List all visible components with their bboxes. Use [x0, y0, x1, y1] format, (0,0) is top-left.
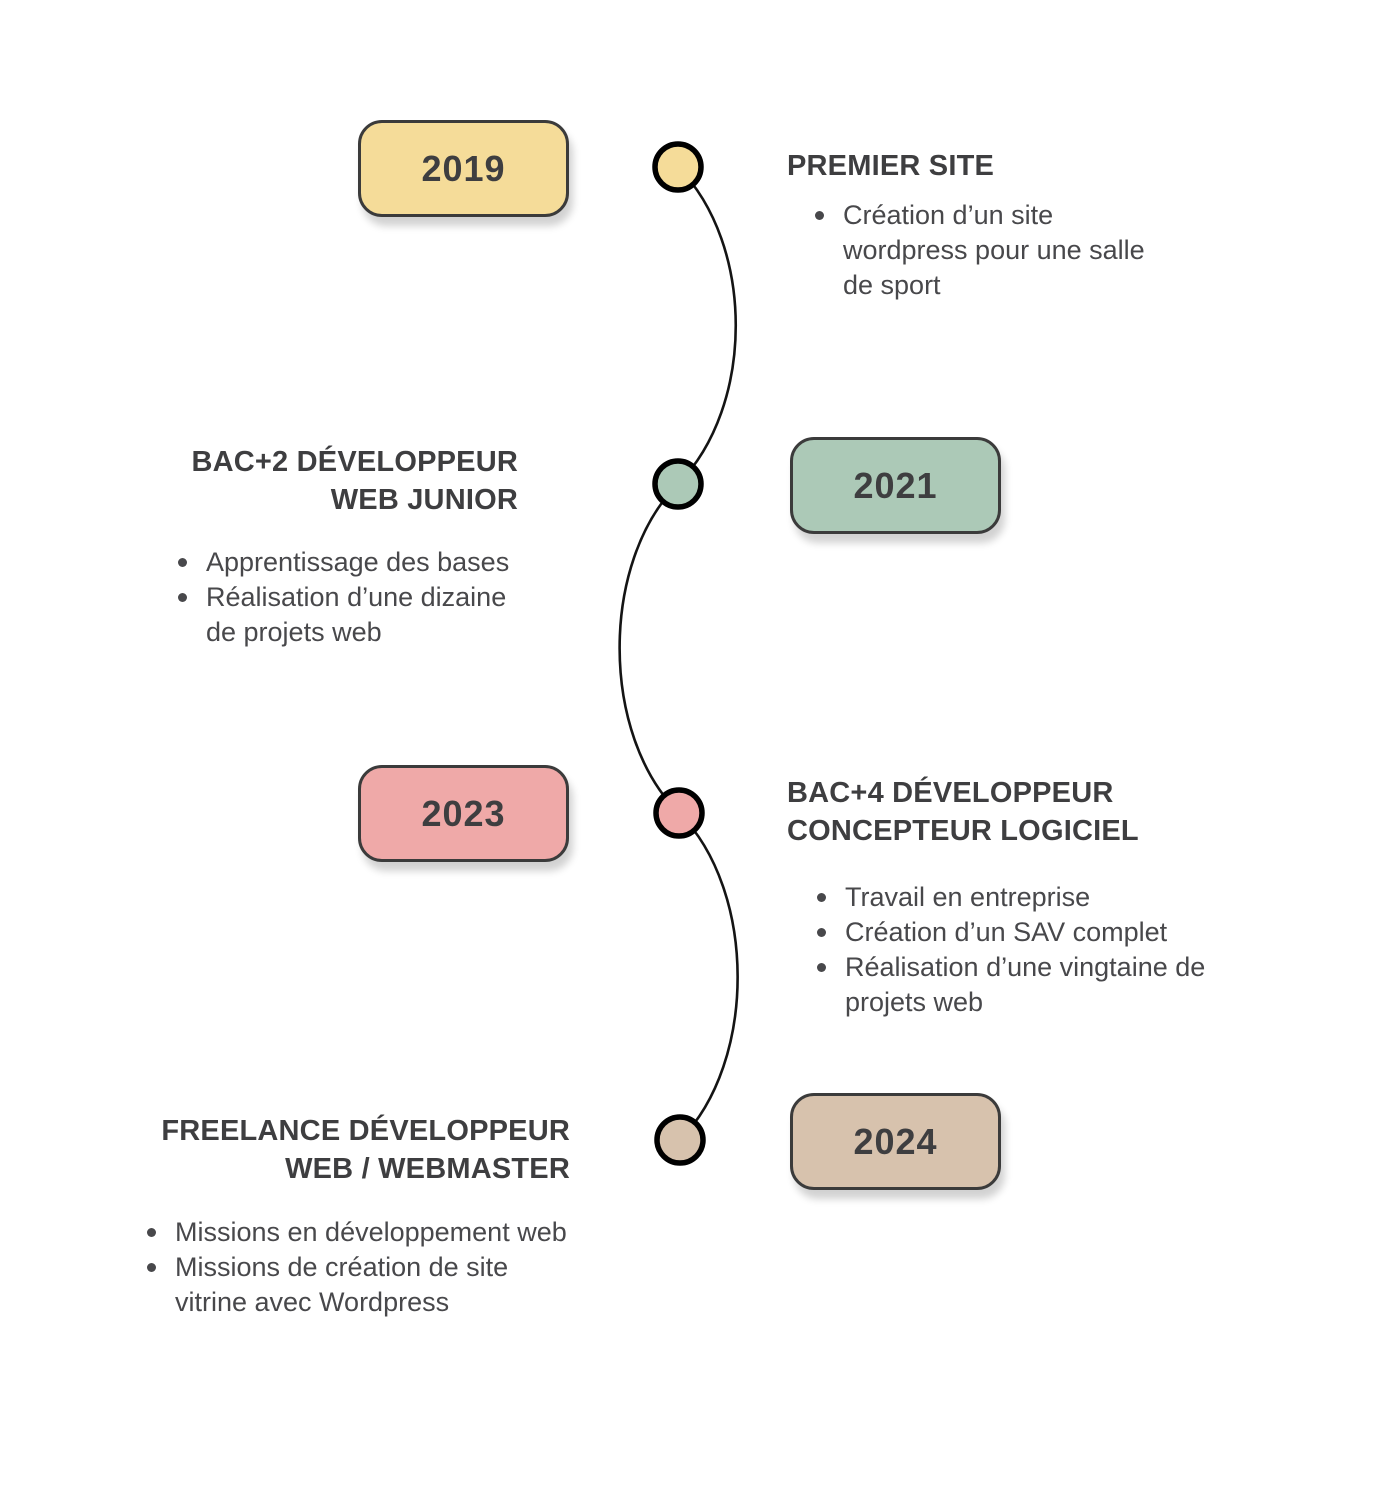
- bullet-item: Réalisation d’une dizaine de projets web: [178, 580, 516, 650]
- bullet-item: Création d’un SAV complet: [817, 915, 1213, 950]
- bullet-item: Missions en développement web: [147, 1215, 575, 1250]
- milestone-title-bac4: BAC+4 DÉVELOPPEUR CONCEPTEUR LOGICIEL: [787, 777, 1139, 847]
- year-label-2023: 2023: [421, 792, 506, 834]
- timeline-node-2021-icon: [652, 458, 704, 510]
- bullet-item: Travail en entreprise: [817, 880, 1213, 915]
- year-label-2024: 2024: [853, 1120, 938, 1162]
- timeline-node-2019-icon: [652, 141, 704, 193]
- milestone-title-freelance: FREELANCE DÉVELOPPEUR WEB / WEBMASTER: [161, 1115, 570, 1185]
- year-label-2021: 2021: [853, 464, 938, 506]
- year-box-2024: 2024: [790, 1093, 1001, 1190]
- timeline-node-2024-icon: [654, 1114, 706, 1166]
- bullet-item: Réalisation d’une vingtaine de projets w…: [817, 950, 1213, 1020]
- milestone-title-premier-site: PREMIER SITE: [787, 150, 995, 182]
- milestone-bullets-freelance: Missions en développement web Missions d…: [147, 1215, 575, 1320]
- bullet-item: Apprentissage des bases: [178, 545, 516, 580]
- timeline-curve: [618, 165, 739, 1142]
- bullet-item: Missions de création de site vitrine ave…: [147, 1250, 575, 1320]
- year-label-2019: 2019: [421, 147, 506, 189]
- milestone-title-bac2: BAC+2 DÉVELOPPEUR WEB JUNIOR: [191, 446, 518, 516]
- bullet-item: Création d’un site wordpress pour une sa…: [815, 198, 1153, 303]
- milestone-bullets-bac2: Apprentissage des bases Réalisation d’un…: [178, 545, 516, 650]
- year-box-2019: 2019: [358, 120, 569, 217]
- year-box-2023: 2023: [358, 765, 569, 862]
- timeline-node-2023-icon: [653, 787, 705, 839]
- year-box-2021: 2021: [790, 437, 1001, 534]
- milestone-bullets-premier-site: Création d’un site wordpress pour une sa…: [815, 198, 1153, 303]
- milestone-bullets-bac4: Travail en entreprise Création d’un SAV …: [817, 880, 1213, 1020]
